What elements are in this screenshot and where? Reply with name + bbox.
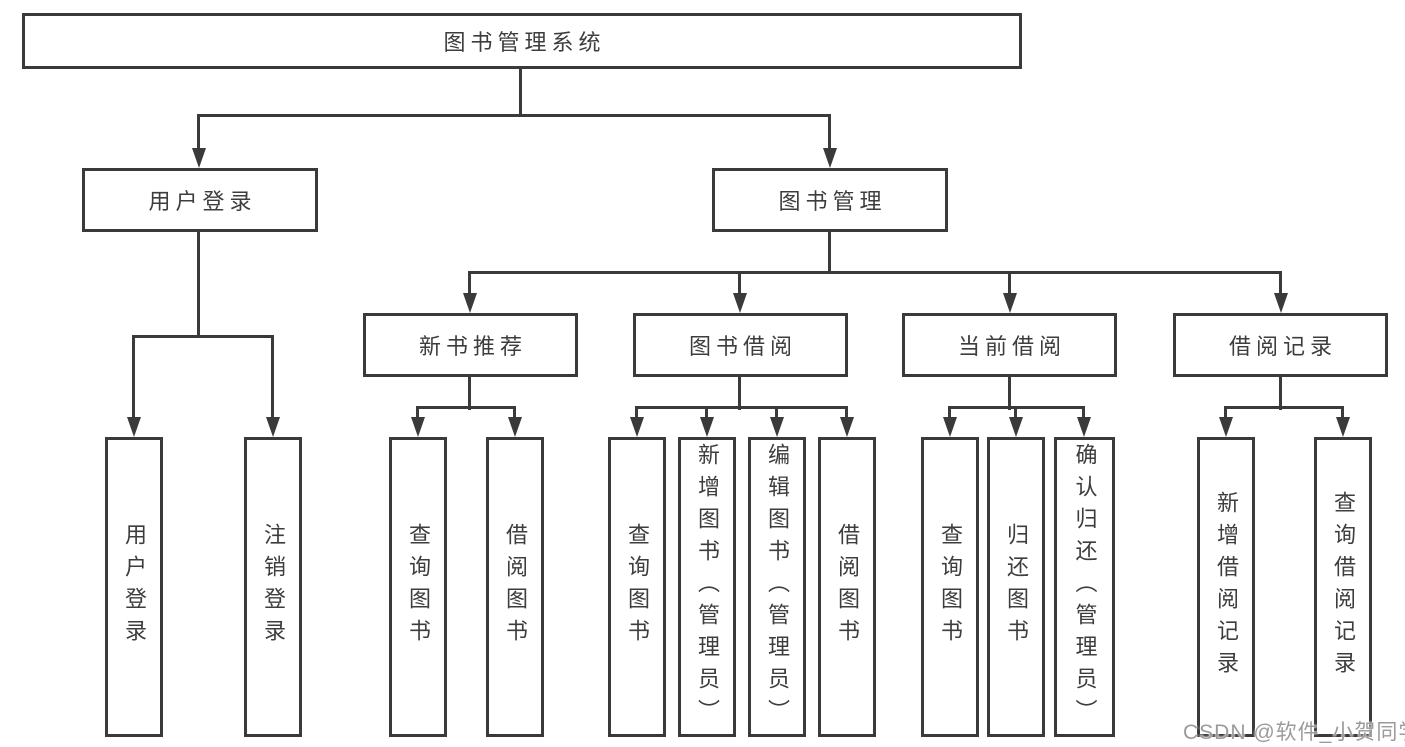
connector-hline bbox=[635, 406, 848, 409]
connector-hline bbox=[132, 335, 274, 338]
node-book-borrowing: 图书借阅 bbox=[633, 313, 848, 377]
arrow-down-icon bbox=[948, 406, 951, 417]
connector-hline bbox=[197, 114, 831, 117]
leaf-query-books-recommend: 查询图书 bbox=[389, 437, 447, 737]
arrow-down-icon bbox=[1082, 406, 1085, 417]
node-current-borrowing: 当前借阅 bbox=[902, 313, 1117, 377]
arrow-down-icon bbox=[271, 335, 274, 417]
leaf-return-book: 归还图书 bbox=[987, 437, 1045, 737]
node-new-book-recommendation: 新书推荐 bbox=[363, 313, 578, 377]
arrow-down-icon bbox=[1279, 271, 1282, 293]
connector-vline bbox=[1008, 376, 1011, 410]
arrow-down-icon bbox=[738, 271, 741, 293]
leaf-edit-book-admin: 编辑图书（管理员） bbox=[748, 437, 806, 737]
connector-hline bbox=[468, 271, 1282, 274]
leaf-borrow-books-recommend: 借阅图书 bbox=[486, 437, 544, 737]
leaf-query-borrow-record: 查询借阅记录 bbox=[1314, 437, 1372, 737]
arrow-down-icon bbox=[1224, 406, 1227, 417]
node-borrowing-records: 借阅记录 bbox=[1173, 313, 1388, 377]
arrow-down-icon bbox=[635, 406, 638, 417]
connector-vline bbox=[738, 376, 741, 410]
leaf-confirm-return-admin: 确认归还（管理员） bbox=[1054, 437, 1115, 737]
connector-hline bbox=[416, 406, 516, 409]
arrow-down-icon bbox=[845, 406, 848, 417]
leaf-add-borrow-record: 新增借阅记录 bbox=[1197, 437, 1255, 737]
arrow-down-icon bbox=[775, 406, 778, 417]
connector-vline bbox=[519, 68, 522, 117]
connector-vline bbox=[828, 231, 831, 274]
connector-hline bbox=[1224, 406, 1344, 409]
arrow-down-icon bbox=[132, 335, 135, 417]
arrow-down-icon bbox=[828, 114, 831, 148]
leaf-add-book-admin: 新增图书（管理员） bbox=[678, 437, 736, 737]
leaf-query-books-borrow: 查询图书 bbox=[608, 437, 666, 737]
node-book-management: 图书管理 bbox=[712, 168, 948, 232]
arrow-down-icon bbox=[197, 114, 200, 148]
leaf-query-books-current: 查询图书 bbox=[921, 437, 979, 737]
connector-vline bbox=[197, 231, 200, 338]
leaf-logout-login: 注销登录 bbox=[244, 437, 302, 737]
arrow-down-icon bbox=[1341, 406, 1344, 417]
connector-vline bbox=[1279, 376, 1282, 410]
arrow-down-icon bbox=[513, 406, 516, 417]
connector-vline bbox=[468, 376, 471, 410]
leaf-user-login: 用户登录 bbox=[105, 437, 163, 737]
arrow-down-icon bbox=[1014, 406, 1017, 417]
watermark: CSDN @软件_小贺同学 bbox=[1183, 721, 1405, 744]
arrow-down-icon bbox=[705, 406, 708, 417]
node-library-system: 图书管理系统 bbox=[22, 13, 1022, 69]
arrow-down-icon bbox=[468, 271, 471, 293]
leaf-borrow-books-borrow: 借阅图书 bbox=[818, 437, 876, 737]
arrow-down-icon bbox=[1008, 271, 1011, 293]
arrow-down-icon bbox=[416, 406, 419, 417]
node-user-login: 用户登录 bbox=[82, 168, 318, 232]
